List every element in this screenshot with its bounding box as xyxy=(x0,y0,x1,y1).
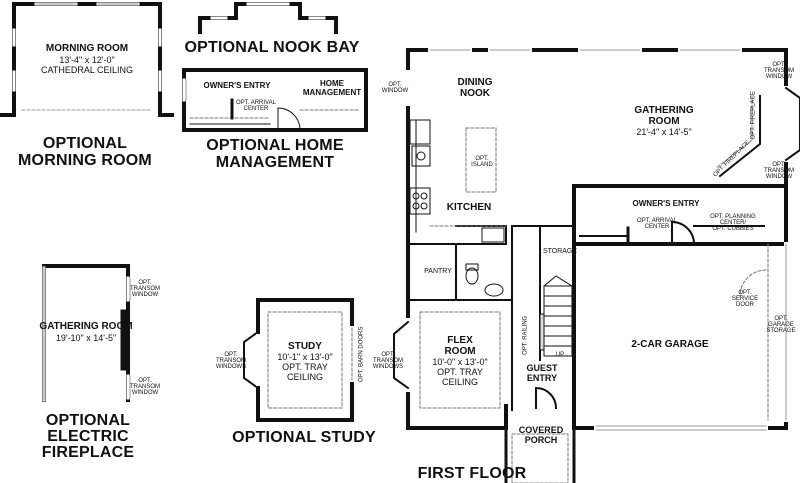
title-home-management-line1: OPTIONAL HOME xyxy=(206,137,344,154)
morning-room-walls xyxy=(0,4,172,115)
ef-transom-1-l1: OPT. xyxy=(138,280,152,286)
garage-name: 2-CAR GARAGE xyxy=(631,339,709,350)
flex-room-name-1: FLEX xyxy=(447,335,473,346)
service-door-l2: SERVICE xyxy=(731,296,759,302)
gathering-room-name-1: GATHERING xyxy=(634,105,694,116)
ef-transom-2-l1: OPT. xyxy=(138,378,152,384)
title-nook-bay: OPTIONAL NOOK BAY xyxy=(184,39,360,56)
study-tray-1: OPT. TRAY xyxy=(282,362,328,372)
ef-transom-1-l2: TRANSOM xyxy=(130,286,160,292)
flex-transom-l3: WINDOWS xyxy=(372,364,404,370)
study-barn-doors: OPT. BARN DOORS xyxy=(358,326,365,382)
hm-arrival-center-2: CENTER xyxy=(243,106,269,112)
arrival-center-l1: OPT. ARRIVAL xyxy=(637,218,677,224)
title-home-management-line2: MANAGEMENT xyxy=(215,154,335,171)
planning-center-l2: CENTER/ xyxy=(719,220,747,226)
opt-window-l1: OPT. xyxy=(388,82,402,88)
flex-room-tray-1: OPT. TRAY xyxy=(437,367,483,377)
study-name: STUDY xyxy=(288,341,322,352)
planning-center-l3: OPT. CUBBIES xyxy=(712,226,754,232)
garage-storage-l3: STORAGE xyxy=(766,328,796,334)
ef-transom-2-l2: TRANSOM xyxy=(130,384,160,390)
dining-nook-name-2: NOOK xyxy=(460,88,490,99)
arrival-center-l2: CENTER xyxy=(644,224,670,230)
hm-home-label: HOME xyxy=(320,79,344,88)
service-door-l1: OPT. xyxy=(738,290,752,296)
garage-storage-l2: GARAGE xyxy=(768,322,794,328)
opt-railing: OPT. RAILING xyxy=(522,315,529,355)
opt-window-l2: WINDOW xyxy=(381,88,409,94)
gathering-room-dims: 21'-4" x 14'-5" xyxy=(636,127,692,137)
gr-transom-bot-l2: TRANSOM xyxy=(764,168,794,174)
study-tray-2: CEILING xyxy=(286,372,323,382)
guest-entry-name-1: GUEST xyxy=(526,363,558,373)
owners-entry-name: OWNER'S ENTRY xyxy=(632,199,700,208)
gr-transom-top-l2: TRANSOM xyxy=(764,68,794,74)
title-first-floor: FIRST FLOOR xyxy=(417,465,527,482)
gr-transom-bot-l3: WINDOW xyxy=(765,174,793,180)
stairs-up: UP xyxy=(555,352,565,358)
flex-room-tray-2: CEILING xyxy=(441,377,478,387)
flex-room-dims: 10'-0" x 13'-0" xyxy=(432,357,488,367)
title-electric-fireplace-line3: FIREPLACE xyxy=(41,444,135,461)
flex-transom-l2: TRANSOM xyxy=(373,358,403,364)
pantry-name: PANTRY xyxy=(424,268,452,275)
kitchen-name: KITCHEN xyxy=(446,202,492,213)
gr-transom-top-l3: WINDOW xyxy=(765,74,793,80)
study-dims: 10'-1" x 13'-0" xyxy=(277,352,333,362)
garage-storage-l1: OPT. xyxy=(774,316,788,322)
title-electric-fireplace-line1: OPTIONAL xyxy=(45,412,131,429)
hm-management-label: MANAGEMENT xyxy=(302,88,362,97)
ef-transom-1-l3: WINDOW xyxy=(131,292,159,298)
title-morning-room-line2: MORNING ROOM xyxy=(18,152,152,169)
planning-center-l1: OPT. PLANNING xyxy=(710,214,756,220)
study-transom-l1: OPT. xyxy=(224,352,238,358)
title-morning-room-line1: OPTIONAL xyxy=(42,135,128,152)
dining-nook-name-1: DINING xyxy=(457,77,493,88)
guest-entry-name-2: ENTRY xyxy=(526,373,558,383)
service-door-l3: DOOR xyxy=(736,302,754,308)
study-transom-l2: TRANSOM xyxy=(216,358,246,364)
title-electric-fireplace-line2: ELECTRIC xyxy=(47,428,129,445)
morning-room-name: MORNING ROOM xyxy=(45,43,129,54)
gr-transom-top-l1: OPT. xyxy=(772,62,786,68)
alt-gathering-room-name: GATHERING ROOM xyxy=(39,321,133,332)
hm-owners-entry: OWNER'S ENTRY xyxy=(203,81,271,90)
title-study: OPTIONAL STUDY xyxy=(232,429,376,446)
morning-room-ceiling: CATHEDRAL CEILING xyxy=(40,65,134,75)
covered-porch-name-1: COVERED xyxy=(518,425,564,435)
alt-gathering-room-dims: 19'-10" x 14'-5" xyxy=(55,333,117,343)
flex-room-name-2: ROOM xyxy=(444,346,476,357)
gr-transom-bot-l1: OPT. xyxy=(772,162,786,168)
study-transom-l3: WINDOWS xyxy=(215,364,247,370)
ef-transom-2-l3: WINDOW xyxy=(131,390,159,396)
flex-transom-l1: OPT. xyxy=(381,352,395,358)
storage-name: STORAGE xyxy=(542,248,578,255)
hm-arrival-center-1: OPT. ARRIVAL xyxy=(236,100,276,106)
gathering-room-name-2: ROOM xyxy=(648,116,680,127)
opt-island-l2: ISLAND xyxy=(471,162,493,168)
morning-room-dims: 13'-4" x 12'-0" xyxy=(59,55,115,65)
opt-island-l1: OPT. xyxy=(475,156,489,162)
covered-porch-name-2: PORCH xyxy=(524,435,558,445)
